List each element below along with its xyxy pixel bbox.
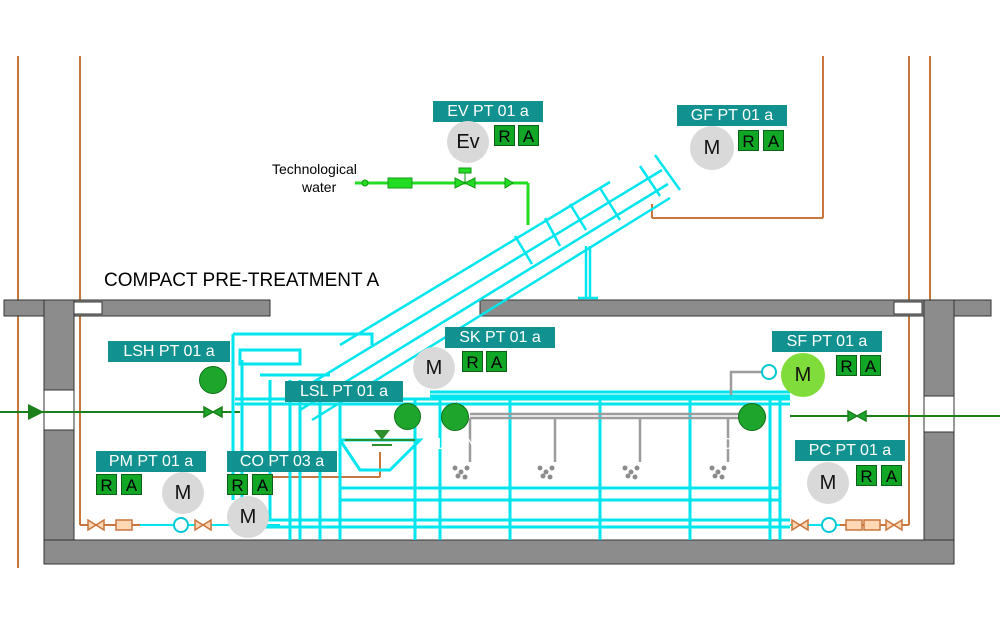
lsh-level-switch[interactable] (199, 366, 227, 394)
lsl-level-switch[interactable] (394, 403, 421, 430)
grit-piles (452, 465, 727, 480)
gf-auto-indicator[interactable]: A (763, 130, 784, 151)
ls-out-switch[interactable] (738, 403, 766, 431)
lsl-tag[interactable]: LSL PT 01 a (285, 381, 403, 402)
sk-remote-indicator[interactable]: R (462, 351, 483, 372)
gf-motor[interactable]: M (690, 126, 734, 170)
co-remote-indicator[interactable]: R (227, 474, 248, 495)
pc-remote-indicator[interactable]: R (856, 465, 877, 486)
sf-remote-indicator[interactable]: R (836, 355, 857, 376)
pm-auto-indicator[interactable]: A (121, 474, 142, 495)
sk-motor[interactable]: M (413, 347, 455, 389)
sf-pump-symbol (761, 364, 777, 380)
pm-remote-indicator[interactable]: R (96, 474, 117, 495)
co-auto-indicator[interactable]: A (252, 474, 273, 495)
pc-tag[interactable]: PC PT 01 a (795, 440, 905, 461)
ev-valve-symbol[interactable]: Ev (447, 121, 489, 163)
gf-tag[interactable]: GF PT 01 a (677, 105, 787, 126)
ls-out-label: LS OUT (697, 436, 755, 453)
flow-valves (203, 405, 867, 423)
water-label-line1: Technological (272, 161, 357, 177)
pc-motor[interactable]: M (807, 462, 849, 504)
ev-auto-indicator[interactable]: A (518, 125, 539, 146)
ls-in-switch[interactable] (441, 403, 469, 431)
tech-water-line (355, 181, 530, 225)
ev-tag[interactable]: EV PT 01 a (433, 101, 543, 122)
inlet-arrow (28, 404, 44, 420)
screw-conveyor (291, 154, 682, 422)
level-probes (468, 370, 775, 462)
gf-remote-indicator[interactable]: R (738, 130, 759, 151)
ev-remote-indicator[interactable]: R (494, 125, 515, 146)
sk-auto-indicator[interactable]: A (486, 351, 507, 372)
water-label-line2: water (302, 179, 337, 195)
pc-auto-indicator[interactable]: A (881, 465, 902, 486)
sf-motor[interactable]: M (781, 353, 825, 397)
tech-water-fittings (361, 167, 514, 189)
electrical-cables (17, 56, 946, 568)
water-level-symbol (345, 430, 415, 446)
sf-tag[interactable]: SF PT 01 a (772, 331, 882, 352)
sf-auto-indicator[interactable]: A (860, 355, 881, 376)
lsh-tag[interactable]: LSH PT 01 a (108, 341, 230, 362)
process-title: COMPACT PRE-TREATMENT A (104, 270, 380, 291)
co-motor[interactable]: M (227, 496, 269, 538)
pm-tag[interactable]: PM PT 01 a (96, 451, 206, 472)
sk-tag[interactable]: SK PT 01 a (445, 327, 555, 348)
ls-in-label: LS IN (437, 436, 478, 453)
tank-structure (3, 299, 992, 565)
pm-motor[interactable]: M (162, 472, 204, 514)
co-tag[interactable]: CO PT 03 a (227, 451, 337, 472)
